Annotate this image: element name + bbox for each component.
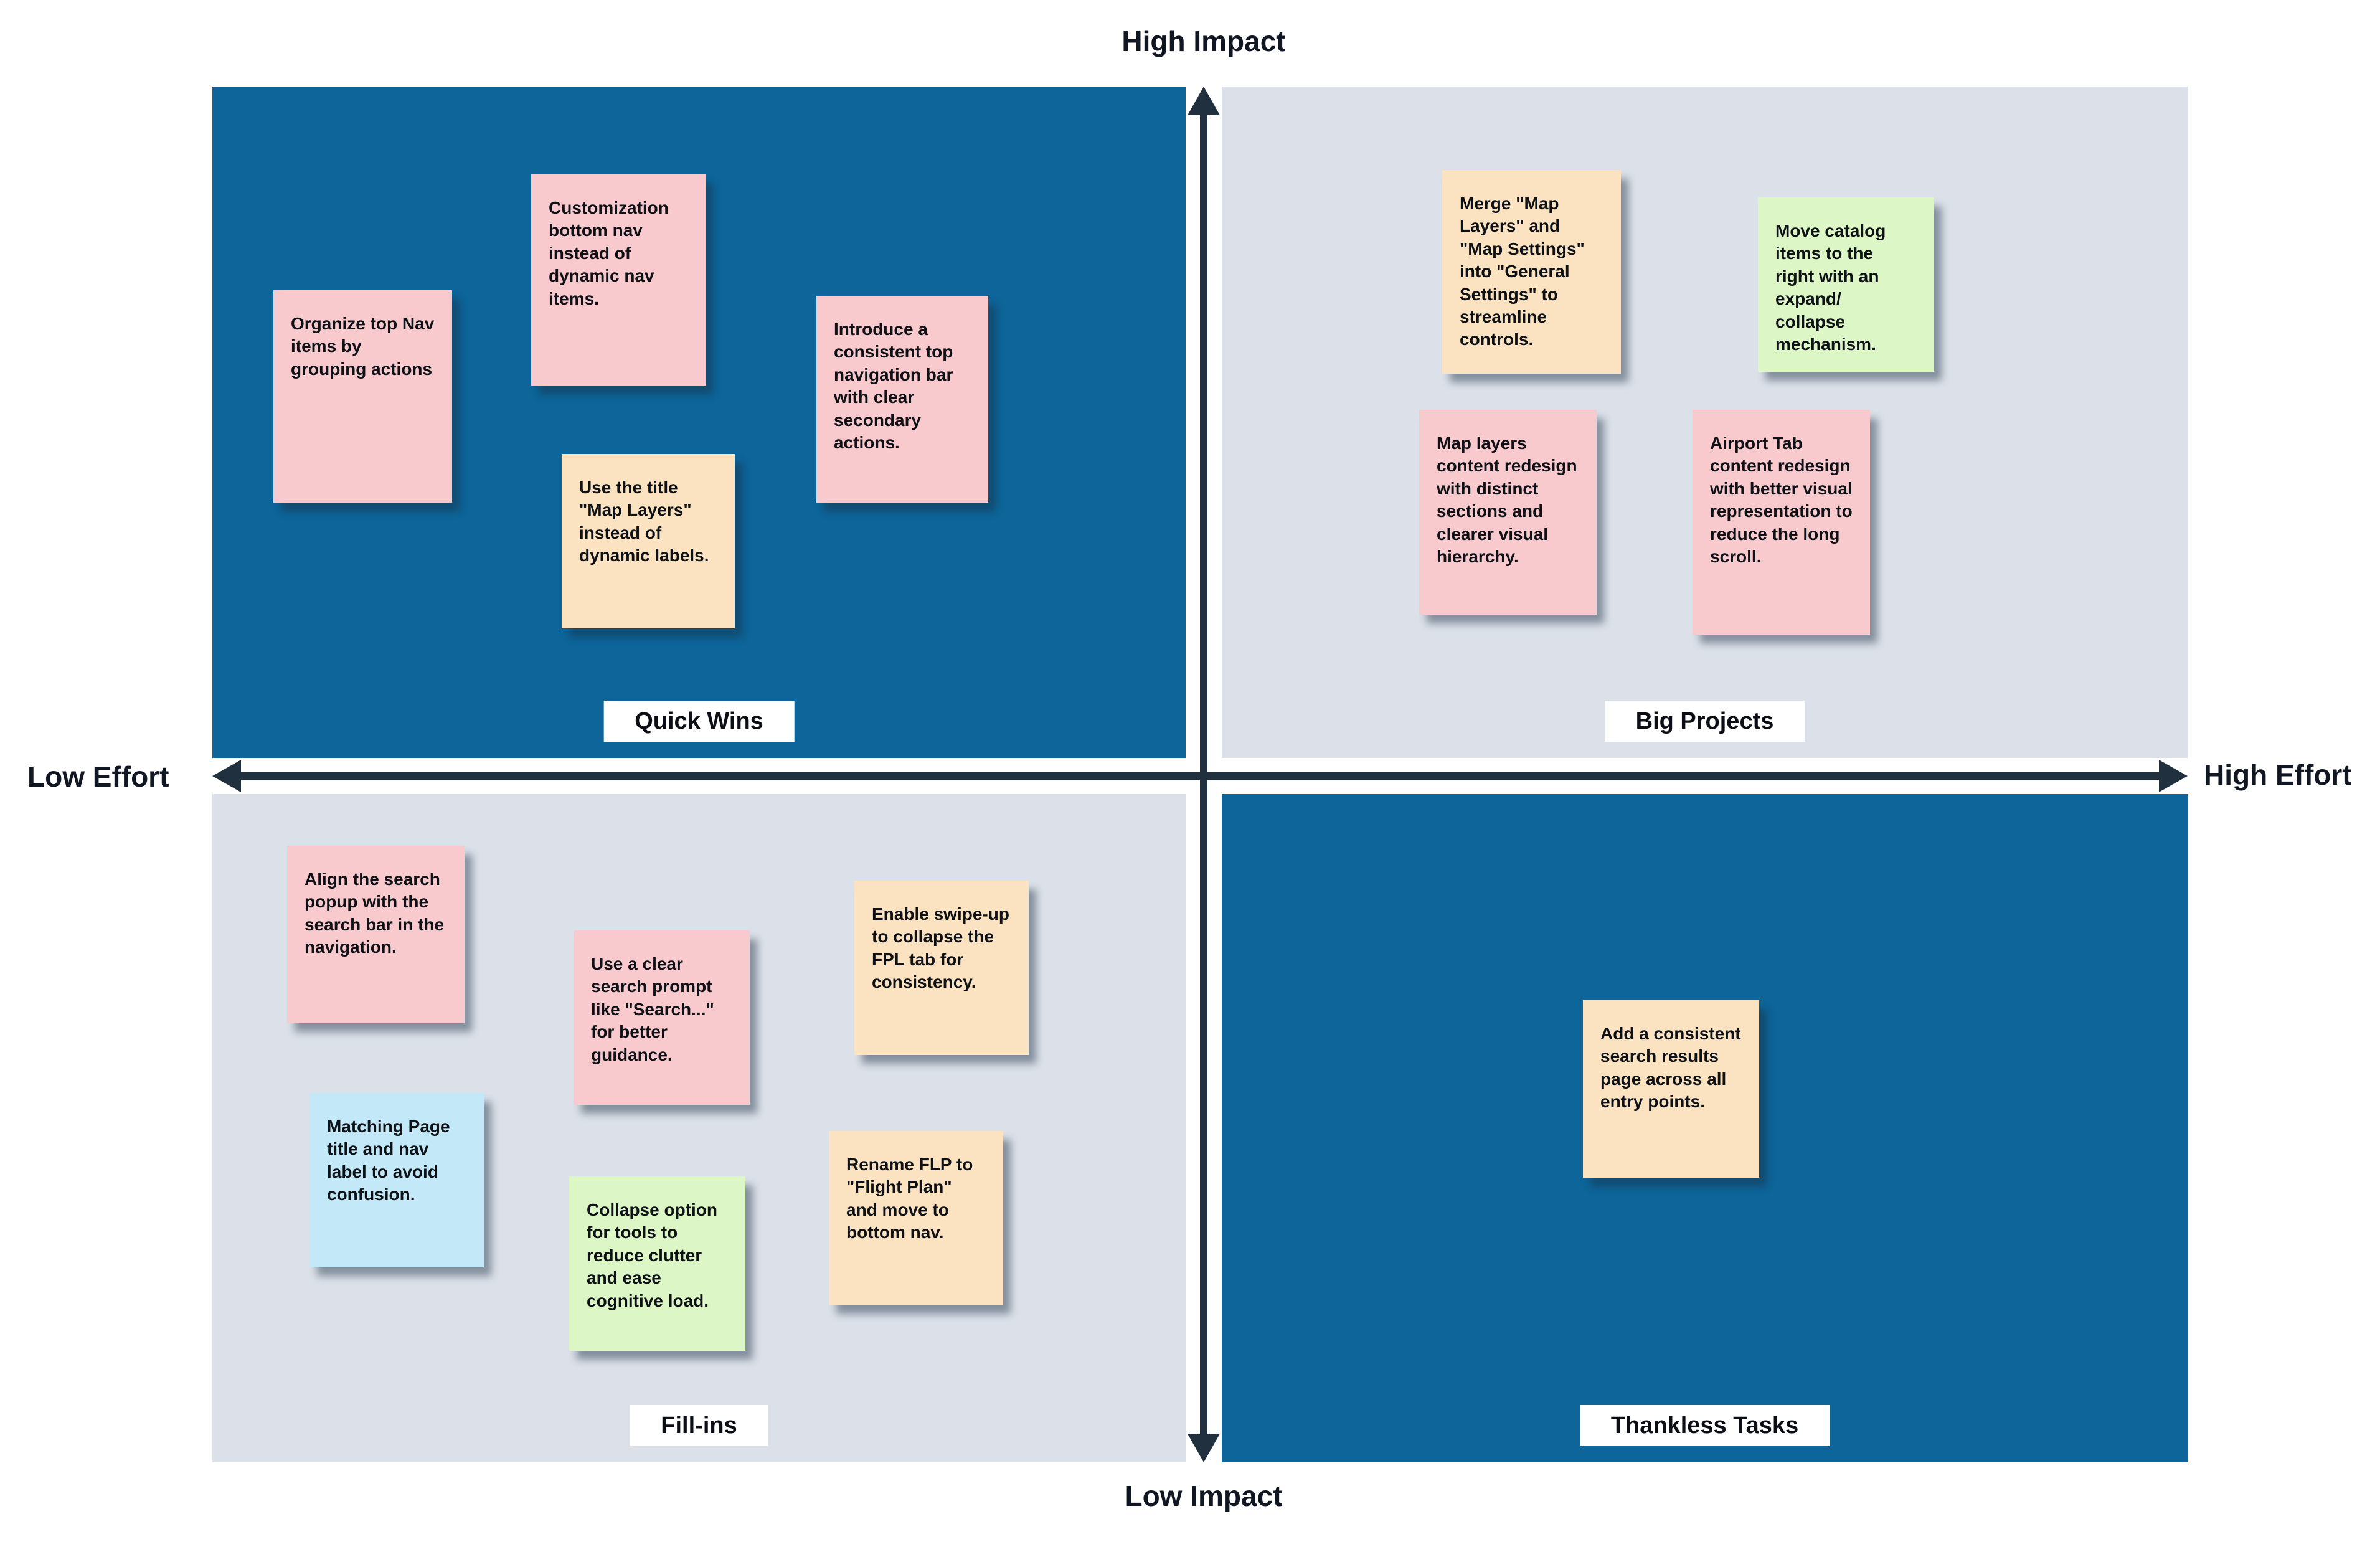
- quadrant-label-fill-ins: Fill-ins: [630, 1405, 768, 1446]
- sticky-note[interactable]: Matching Page title and nav label to avo…: [309, 1093, 484, 1267]
- impact-axis-arrowhead-top: [1188, 87, 1220, 115]
- quadrant-label-quick-wins: Quick Wins: [603, 701, 795, 742]
- sticky-note[interactable]: Align the search popup with the search b…: [287, 846, 465, 1023]
- sticky-note[interactable]: Use the title "Map Layers" instead of dy…: [562, 454, 735, 628]
- sticky-note[interactable]: Airport Tab content redesign with better…: [1693, 410, 1870, 635]
- axis-label-low-impact: Low Impact: [1125, 1480, 1283, 1512]
- sticky-note[interactable]: Enable swipe-up to collapse the FPL tab …: [854, 881, 1029, 1055]
- quadrant-label-big-projects: Big Projects: [1604, 701, 1805, 742]
- sticky-note[interactable]: Merge "Map Layers" and "Map Settings" in…: [1442, 170, 1621, 374]
- sticky-note[interactable]: Introduce a consistent top navigation ba…: [816, 296, 988, 503]
- impact-axis-arrowhead-bottom: [1188, 1434, 1220, 1462]
- axis-label-high-effort: High Effort: [2204, 759, 2352, 791]
- sticky-note[interactable]: Organize top Nav items by grouping actio…: [273, 290, 452, 503]
- sticky-note[interactable]: Add a consistent search results page acr…: [1583, 1000, 1759, 1178]
- quadrant-label-thankless-tasks: Thankless Tasks: [1579, 1405, 1830, 1446]
- effort-axis-arrowhead-right: [2159, 760, 2188, 792]
- axis-label-high-impact: High Impact: [1122, 25, 1286, 57]
- sticky-note[interactable]: Customization bottom nav instead of dyna…: [531, 174, 706, 386]
- axis-label-low-effort: Low Effort: [27, 760, 169, 793]
- effort-axis-arrowhead-left: [212, 760, 241, 792]
- quadrant-big-projects: Big Projects: [1222, 87, 2188, 758]
- sticky-note[interactable]: Rename FLP to "Flight Plan" and move to …: [829, 1131, 1003, 1305]
- sticky-note[interactable]: Move catalog items to the right with an …: [1758, 197, 1934, 372]
- sticky-note[interactable]: Map layers content redesign with distinc…: [1419, 410, 1597, 615]
- sticky-note[interactable]: Collapse option for tools to reduce clut…: [569, 1176, 745, 1351]
- sticky-note[interactable]: Use a clear search prompt like "Search..…: [574, 930, 750, 1105]
- effort-axis-line: [238, 772, 2161, 780]
